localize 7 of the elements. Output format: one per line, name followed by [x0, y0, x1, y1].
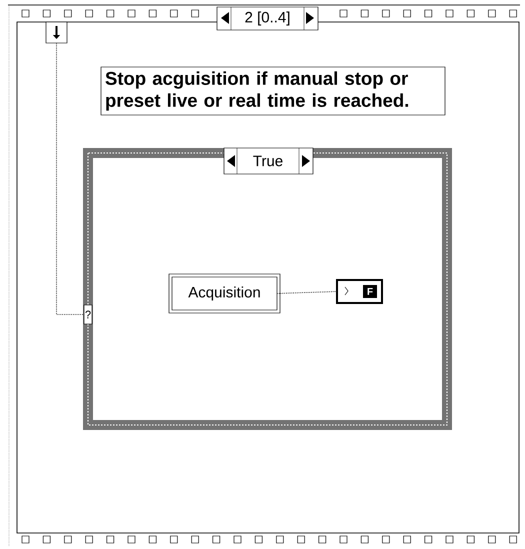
subvi-box: Acquisition [168, 274, 280, 314]
wire [56, 42, 84, 315]
boolean-constant: F [336, 279, 383, 304]
wire [276, 291, 338, 294]
sequence-local-icon [46, 22, 68, 44]
selector-terminal: ? [84, 304, 92, 324]
comment-box: Stop acguisition if manual stop or preset live or real time is reached. [100, 66, 446, 116]
